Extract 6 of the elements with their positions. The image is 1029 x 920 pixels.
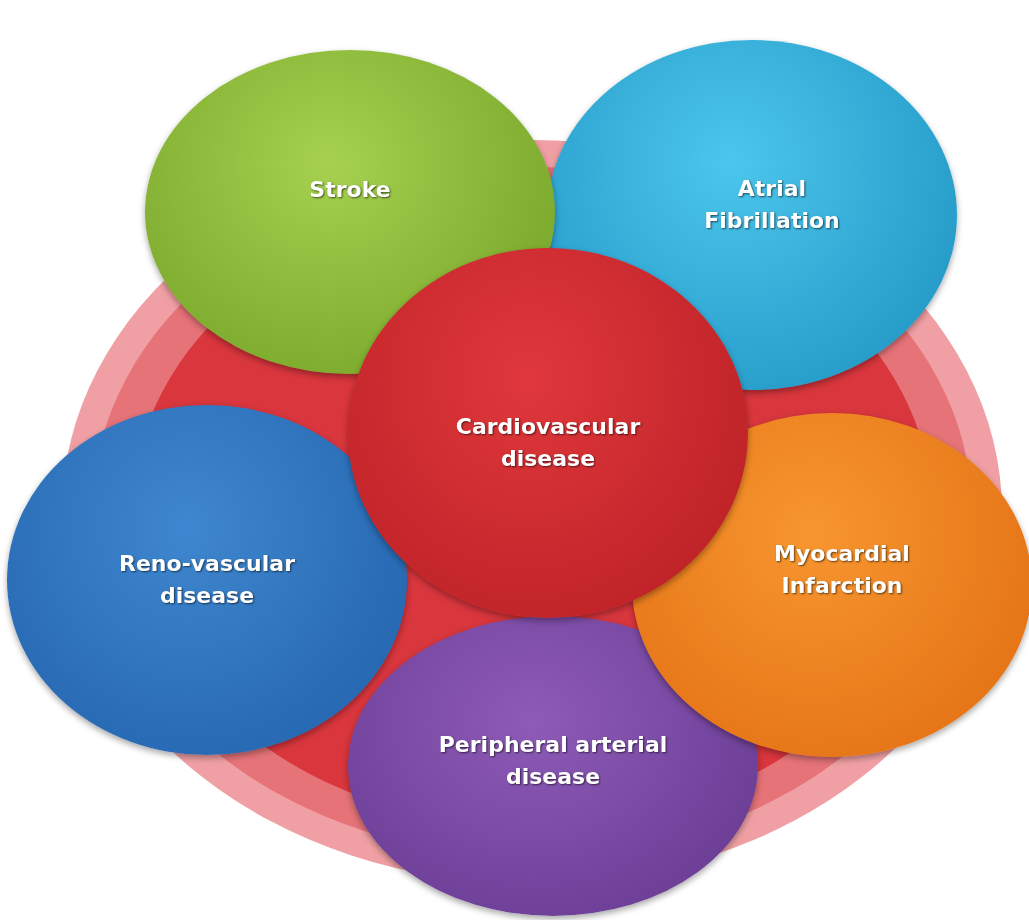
disease-label: Myocardial Infarction — [773, 540, 911, 600]
disease-label: Reno-vascular disease — [118, 550, 296, 610]
disease-label: Cardiovascular disease — [454, 413, 642, 473]
disease-label: Stroke — [309, 176, 391, 205]
disease-label: Peripheral arterial disease — [437, 731, 669, 791]
disease-label: Atrial Fibrillation — [703, 175, 841, 235]
